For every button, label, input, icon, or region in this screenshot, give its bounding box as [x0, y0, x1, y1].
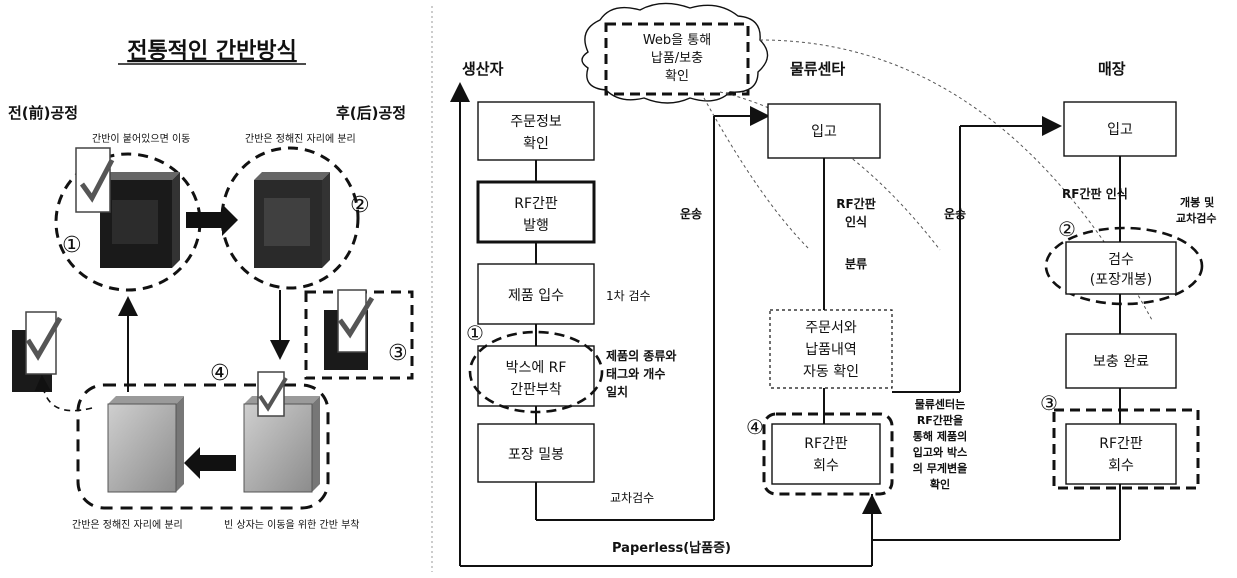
- note-move: 간반이 붙어있으면 이동: [92, 133, 190, 145]
- box-center-confirm-line1: 주문서와: [805, 320, 857, 336]
- label-type-match-1: 제품의 종류와: [606, 348, 676, 363]
- web-cloud: Web을 통해 납품/보충 확인: [581, 2, 769, 104]
- box-pack-label: 포장 밀봉: [508, 447, 564, 463]
- left-panel: 전통적인 간반방식 전(前)공정 후(后)공정 간반이 붙어있으면 이동 간반은…: [8, 39, 414, 531]
- circle-2: [220, 146, 360, 290]
- center-note-4: 입고와 박스: [913, 445, 967, 459]
- frame-store-3: [1052, 408, 1200, 490]
- left-title: 전통적인 간반방식: [127, 39, 297, 64]
- num-4: ④: [210, 361, 230, 386]
- label-first-inspection: 1차 검수: [606, 289, 651, 303]
- center-ship: 운송: [944, 206, 966, 221]
- header-center: 물류센타: [790, 60, 845, 78]
- box-store-replenish-label: 보충 완료: [1093, 354, 1149, 370]
- box-store-inspect: [1065, 241, 1177, 295]
- center-sort: 분류: [845, 257, 867, 271]
- box-rf-issue-line2: 발행: [523, 218, 549, 234]
- right-num-2: ②: [1058, 217, 1076, 241]
- highlight-circle-1: [468, 330, 604, 414]
- box-rf-issue-line1: RF간판: [514, 196, 558, 212]
- box-center-collect-line1: RF간판: [804, 436, 848, 452]
- box-product-in-label: 제품 입수: [508, 288, 564, 304]
- right-num-1: ①: [466, 321, 484, 345]
- label-type-match-3: 일치: [606, 384, 628, 399]
- center-note-5: 의 무게변을: [913, 461, 967, 475]
- box-store-receive: [1063, 101, 1177, 157]
- center-rf-recognize-1: RF간판: [836, 196, 876, 211]
- box-store-collect: [1065, 423, 1177, 485]
- cloud-line-2: 납품/보충: [651, 51, 703, 66]
- cube-next: [254, 172, 330, 268]
- right-num-3: ③: [1040, 391, 1058, 415]
- kanban-card-3: [324, 289, 375, 370]
- right-panel: Web을 통해 납품/보충 확인 생산자 물류센타 매장 주문정보 확인 RF간…: [450, 2, 1216, 567]
- num-3: ③: [388, 341, 408, 366]
- cloud-line-1: Web을 통해: [643, 33, 711, 48]
- num-2: ②: [350, 193, 370, 218]
- box-pack: [477, 423, 595, 483]
- store-open-check-2: 교차검수: [1176, 211, 1216, 225]
- center-note-3: 통해 제품의: [913, 429, 967, 443]
- box-center-confirm-line3: 자동 확인: [803, 364, 859, 380]
- label-type-match-2: 태그와 개수: [606, 366, 665, 381]
- box-center-confirm: [769, 309, 893, 389]
- box-center-confirm-line2: 납품내역: [805, 342, 857, 358]
- frame-4: [76, 383, 330, 510]
- num-1: ①: [62, 233, 82, 258]
- box-center-collect-line2: 회수: [813, 458, 839, 474]
- box-attach-line2: 간판부착: [510, 382, 562, 398]
- box-store-receive-label: 입고: [1107, 122, 1133, 138]
- center-note-6: 확인: [930, 477, 950, 491]
- box-order-info-line2: 확인: [523, 136, 549, 152]
- box-center-receive: [767, 103, 881, 159]
- frame-center-4: [762, 412, 894, 496]
- box-attach: [477, 345, 595, 407]
- box-order-info: [477, 101, 595, 161]
- note-empty-box: 빈 상자는 이동을 위한 간반 부착: [224, 518, 360, 531]
- box-store-replenish: [1065, 333, 1177, 389]
- box-attach-line1: 박스에 RF: [506, 360, 567, 376]
- cloud-line-3: 확인: [665, 69, 689, 84]
- arrow-left: [184, 447, 236, 479]
- box-order-info-line1: 주문정보: [510, 114, 562, 130]
- note-separate-top: 간반은 정해진 자리에 분리: [245, 132, 356, 145]
- box-center-collect: [771, 423, 881, 485]
- process-next-label: 후(后)공정: [336, 104, 406, 122]
- box-store-inspect-line2: (포장개봉): [1090, 272, 1152, 288]
- label-cross-check: 교차검수: [610, 491, 654, 505]
- header-producer: 생산자: [462, 60, 504, 78]
- box-center-receive-label: 입고: [811, 124, 837, 140]
- process-prev-label: 전(前)공정: [8, 104, 78, 122]
- store-open-check-1: 개봉 및: [1180, 195, 1214, 209]
- center-note-1: 물류센터는: [915, 397, 966, 411]
- cube-prev: [100, 172, 180, 268]
- box-store-collect-line1: RF간판: [1099, 436, 1143, 452]
- box-product-in: [477, 263, 595, 325]
- box-store-collect-line2: 회수: [1108, 458, 1134, 474]
- label-ship-producer: 운송: [680, 206, 702, 221]
- box-rf-issue: [476, 180, 596, 244]
- kanban-card-left: [12, 311, 63, 392]
- arrow-right: [186, 204, 238, 236]
- label-paperless: Paperless(납품증): [612, 541, 731, 556]
- store-rf-recognize: RF간판 인식: [1062, 186, 1128, 201]
- box-store-inspect-line1: 검수: [1108, 252, 1134, 268]
- cube-bottom-left: [107, 396, 184, 493]
- note-separate-bottom: 간반은 정해진 자리에 분리: [72, 518, 183, 531]
- kanban-card-1: [75, 147, 115, 213]
- center-note-2: RF간판을: [917, 413, 963, 427]
- highlight-circle-2: [1044, 226, 1204, 306]
- center-rf-recognize-2: 인식: [845, 214, 867, 229]
- kanban-card-4: [257, 371, 288, 417]
- header-store: 매장: [1098, 60, 1126, 78]
- right-num-4: ④: [746, 415, 764, 439]
